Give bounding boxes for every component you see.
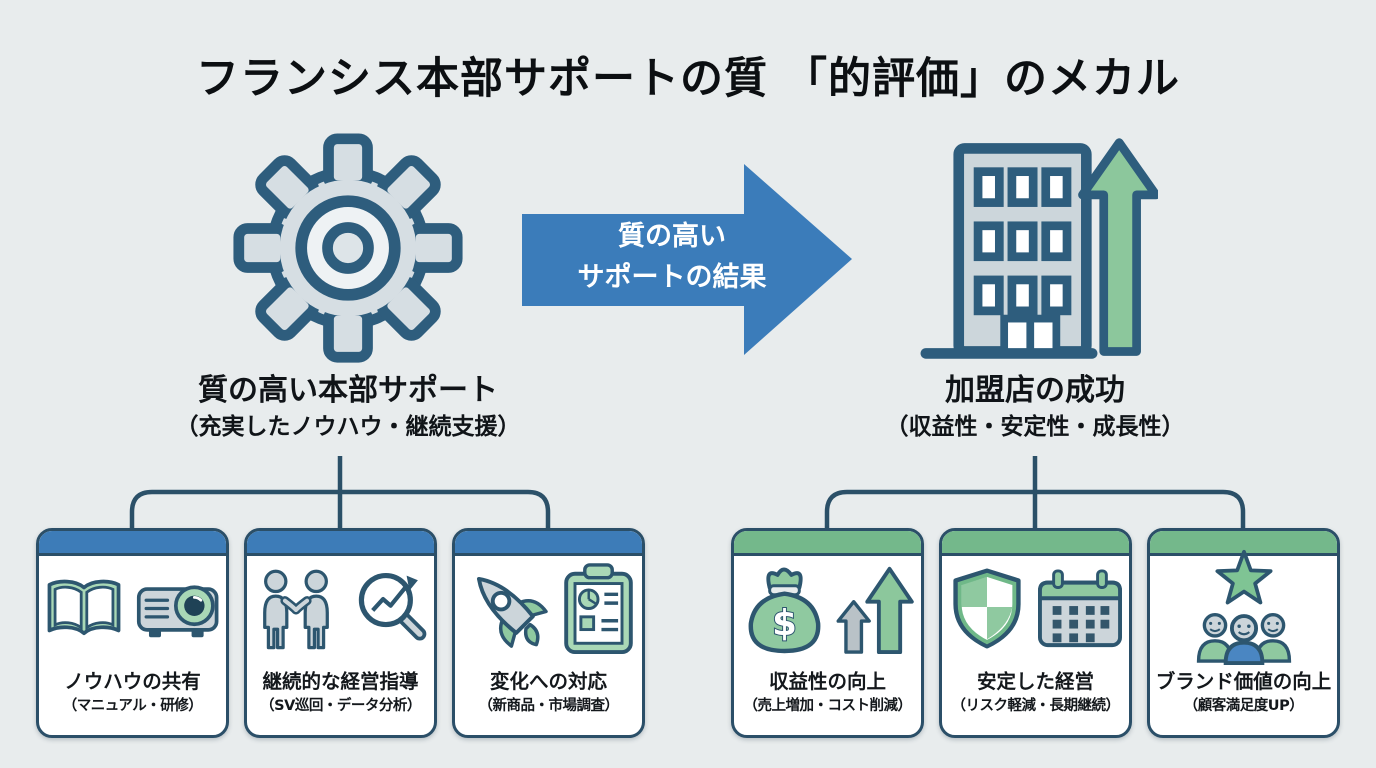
result-arrow: 質の高い サポートの結果	[512, 158, 860, 363]
growth-arrows-icon	[836, 566, 914, 655]
card-title: 変化への対応	[489, 670, 607, 693]
gear-icon	[233, 133, 463, 363]
arrow-label: 質の高い サポートの結果	[522, 216, 822, 298]
right-node-subtitle: （収益性・安定性・成長性）	[885, 413, 1185, 440]
shield-icon	[952, 568, 1021, 649]
card-icon-row	[455, 555, 642, 663]
card-header-bar	[942, 531, 1129, 556]
arrow-label-line2: サポートの結果	[577, 262, 767, 293]
card-subtitle: （リスク軽減・長期継続）	[951, 698, 1121, 714]
page-title: フランシス本部サポートの質 「的評価」のメカル	[196, 54, 1180, 104]
card-subtitle: （売上増加・コスト削減）	[743, 698, 913, 714]
card-knowhow-sharing: ノウハウの共有 （マニュアル・研修）	[36, 528, 229, 738]
calendar-icon	[1037, 569, 1122, 648]
card-header-bar	[734, 531, 921, 556]
left-node-title: 質の高い本部サポート	[198, 373, 498, 408]
card-header-bar	[247, 531, 434, 556]
card-subtitle: （マニュアル・研修）	[62, 698, 203, 714]
card-icon-row	[247, 555, 434, 663]
card-header-bar	[39, 531, 226, 556]
card-subtitle: （SV巡回・データ分析）	[260, 698, 421, 714]
card-title: ノウハウの共有	[64, 670, 201, 693]
card-profitability: $ 収益性の向上 （売上増加・コスト削減）	[731, 528, 924, 738]
card-icon-row	[39, 555, 226, 663]
card-title: 収益性の向上	[768, 670, 886, 693]
right-node-label: 加盟店の成功 （収益性・安定性・成長性）	[775, 373, 1295, 441]
svg-text:$: $	[772, 603, 797, 644]
card-change-response: 変化への対応 （新商品・市場調査）	[452, 528, 645, 738]
handshake-icon	[262, 569, 329, 650]
money-bag-icon: $	[748, 567, 820, 654]
right-node-title: 加盟店の成功	[945, 373, 1125, 408]
card-title: 継続的な経営指導	[262, 670, 419, 693]
card-stable-management: 安定した経営 （リスク軽減・長期継続）	[939, 528, 1132, 738]
arrow-label-line1: 質の高い	[618, 221, 726, 252]
building-growth-icon	[920, 138, 1158, 359]
card-icon-column	[1150, 549, 1337, 665]
card-icon-row	[942, 555, 1129, 663]
arrow-shape	[522, 164, 852, 355]
card-title: ブランド価値の向上	[1155, 670, 1332, 693]
people-group-icon	[1196, 613, 1291, 665]
card-subtitle: （顧客満足度UP）	[1183, 698, 1304, 714]
rocket-icon	[476, 577, 548, 648]
card-icon-row: $	[734, 555, 921, 663]
magnifier-chart-icon	[358, 573, 426, 641]
projector-icon	[136, 585, 218, 638]
card-subtitle: （新商品・市場調査）	[478, 698, 620, 714]
card-title: 安定した経営	[976, 670, 1094, 693]
open-book-icon	[47, 579, 120, 636]
star-icon	[1215, 549, 1272, 605]
clipboard-chart-icon	[563, 563, 633, 655]
card-management-guidance: 継続的な経営指導 （SV巡回・データ分析）	[244, 528, 437, 738]
left-node-label: 質の高い本部サポート （充実したノウハウ・継続支援）	[88, 373, 608, 441]
card-header-bar	[455, 531, 642, 556]
left-node-subtitle: （充実したノウハウ・継続支援）	[175, 413, 521, 440]
card-brand-value: ブランド価値の向上 （顧客満足度UP）	[1147, 528, 1340, 738]
